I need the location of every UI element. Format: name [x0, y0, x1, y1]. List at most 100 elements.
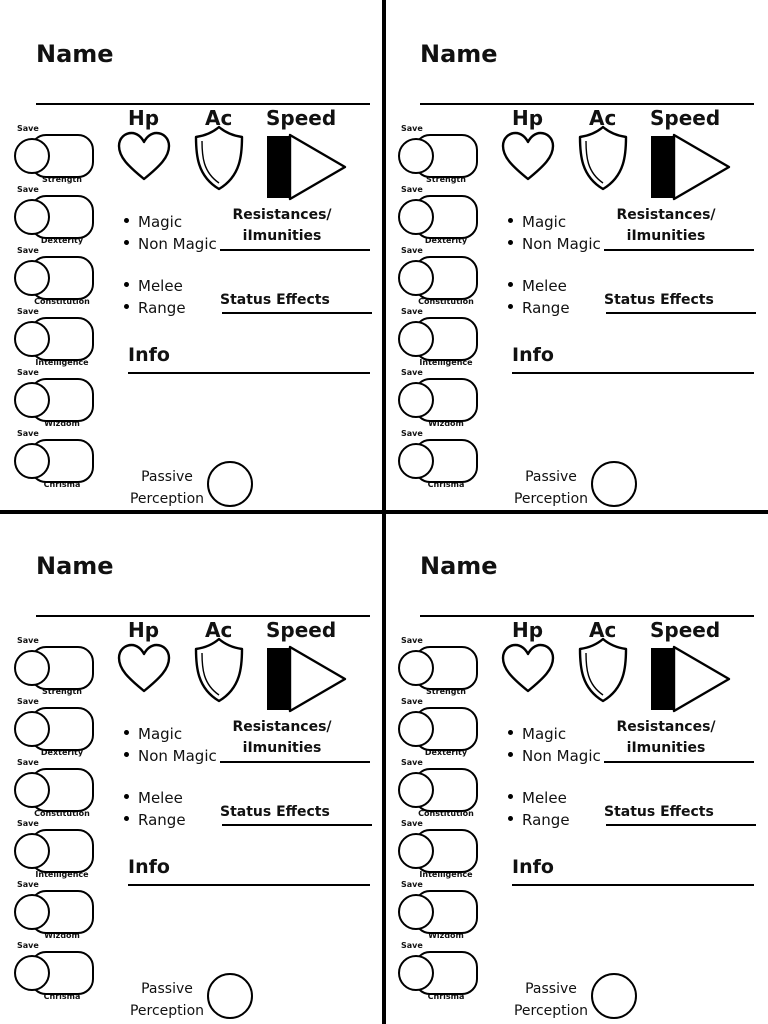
attack-type-melee: Melee — [522, 789, 567, 807]
heart-icon[interactable] — [500, 130, 556, 186]
info-field[interactable] — [128, 884, 370, 886]
shield-icon[interactable] — [193, 124, 245, 196]
bullet-item: Non Magic — [124, 235, 217, 253]
saving-throw-circle[interactable] — [398, 955, 434, 991]
info-label: Info — [128, 856, 170, 878]
saving-throw-circle[interactable] — [14, 955, 50, 991]
saving-throw-circle[interactable] — [14, 321, 50, 357]
bullet-item: Range — [508, 811, 570, 829]
save-label: Save — [401, 819, 423, 828]
name-field[interactable] — [36, 615, 370, 617]
bullet-item: Non Magic — [124, 747, 217, 765]
info-field[interactable] — [512, 884, 754, 886]
passive-label-line-1: Passive — [525, 981, 577, 997]
bullet-item: Melee — [124, 277, 183, 295]
resistances-label-line-2: iImunities — [242, 228, 322, 244]
saving-throw-circle[interactable] — [398, 650, 434, 686]
saving-throw-circle[interactable] — [14, 833, 50, 869]
damage-type-magic: Magic — [522, 213, 567, 231]
status-effects-field[interactable] — [606, 312, 756, 314]
speed-arrow-icon[interactable] — [264, 644, 348, 718]
bullet-item: Non Magic — [508, 235, 601, 253]
status-effects-field[interactable] — [606, 824, 756, 826]
resistances-label-line-2: iImunities — [626, 740, 706, 756]
resistances-field[interactable] — [220, 249, 370, 251]
bullet-dot-icon — [508, 240, 513, 245]
speed-label: Speed — [266, 618, 337, 642]
bullet-item: Melee — [124, 789, 183, 807]
name-field[interactable] — [36, 103, 370, 105]
passive-perception-circle[interactable] — [207, 973, 253, 1019]
name-label: Name — [420, 552, 498, 580]
ability-name: Dexterity — [40, 236, 84, 245]
saving-throw-circle[interactable] — [398, 772, 434, 808]
save-label: Save — [17, 758, 39, 767]
hp-label: Hp — [128, 618, 160, 642]
passive-perception-circle[interactable] — [591, 461, 637, 507]
saving-throw-circle[interactable] — [14, 650, 50, 686]
saving-throw-circle[interactable] — [14, 138, 50, 174]
save-label: Save — [401, 429, 423, 438]
saving-throw-circle[interactable] — [398, 199, 434, 235]
status-effects-label: Status Effects — [220, 292, 330, 308]
save-label: Save — [401, 636, 423, 645]
attack-type-range: Range — [138, 811, 186, 829]
bullet-dot-icon — [124, 282, 129, 287]
resistances-field[interactable] — [604, 249, 754, 251]
info-field[interactable] — [128, 372, 370, 374]
passive-perception-circle[interactable] — [207, 461, 253, 507]
passive-perception-circle[interactable] — [591, 973, 637, 1019]
saving-throw-circle[interactable] — [398, 321, 434, 357]
resistances-field[interactable] — [220, 761, 370, 763]
saving-throw-circle[interactable] — [14, 260, 50, 296]
resistances-label-line-1: Resistances/ — [616, 207, 716, 223]
save-label: Save — [401, 697, 423, 706]
attack-type-melee: Melee — [138, 789, 183, 807]
heart-icon[interactable] — [116, 642, 172, 698]
saving-throw-circle[interactable] — [398, 833, 434, 869]
saving-throw-circle[interactable] — [398, 138, 434, 174]
status-effects-field[interactable] — [222, 312, 372, 314]
passive-label-line-1: Passive — [525, 469, 577, 485]
shield-icon[interactable] — [193, 636, 245, 708]
speed-arrow-icon[interactable] — [648, 132, 732, 206]
bullet-dot-icon — [124, 240, 129, 245]
heart-icon[interactable] — [116, 130, 172, 186]
status-effects-field[interactable] — [222, 824, 372, 826]
saving-throw-circle[interactable] — [14, 772, 50, 808]
saving-throw-circle[interactable] — [14, 382, 50, 418]
bullet-dot-icon — [124, 752, 129, 757]
saving-throw-circle[interactable] — [398, 443, 434, 479]
saving-throw-circle[interactable] — [14, 711, 50, 747]
info-label: Info — [512, 856, 554, 878]
hp-label: Hp — [512, 618, 544, 642]
name-field[interactable] — [420, 615, 754, 617]
resistances-field[interactable] — [604, 761, 754, 763]
shield-icon[interactable] — [577, 636, 629, 708]
bullet-item: Melee — [508, 277, 567, 295]
speed-arrow-icon[interactable] — [264, 132, 348, 206]
attack-type-melee: Melee — [138, 277, 183, 295]
resistances-label: Resistances/iImunities — [606, 717, 726, 759]
shield-icon[interactable] — [577, 124, 629, 196]
saving-throw-circle[interactable] — [398, 260, 434, 296]
saving-throw-circle[interactable] — [14, 894, 50, 930]
heart-icon[interactable] — [500, 642, 556, 698]
saving-throw-circle[interactable] — [398, 894, 434, 930]
saving-throw-circle[interactable] — [398, 711, 434, 747]
saving-throw-circle[interactable] — [14, 443, 50, 479]
info-field[interactable] — [512, 372, 754, 374]
saving-throw-circle[interactable] — [398, 382, 434, 418]
saving-throw-circle[interactable] — [14, 199, 50, 235]
name-field[interactable] — [420, 103, 754, 105]
save-label: Save — [17, 697, 39, 706]
speed-arrow-icon[interactable] — [648, 644, 732, 718]
damage-type-magic: Magic — [138, 725, 183, 743]
